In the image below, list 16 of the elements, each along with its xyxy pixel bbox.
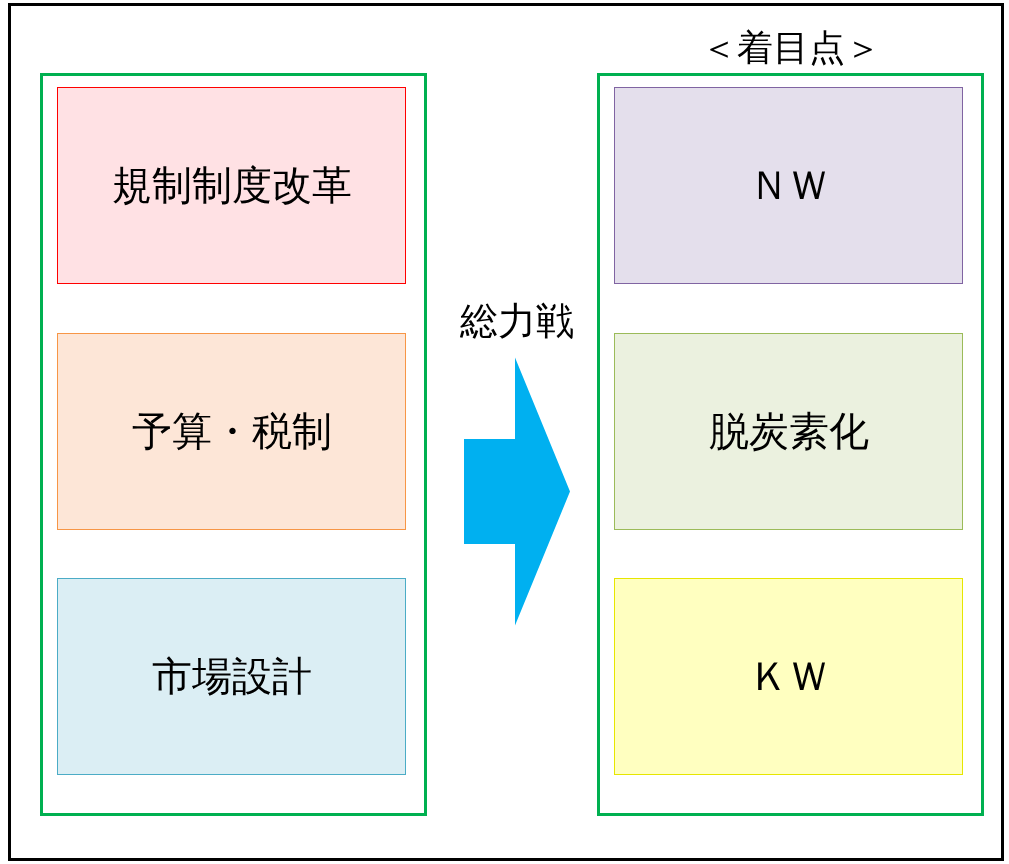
category-box [614, 333, 963, 530]
edge-label: 総力戦 [459, 297, 575, 345]
category-box [57, 87, 406, 284]
box-label: 規制制度改革 [111, 161, 352, 210]
box-label: 脱炭素化 [708, 407, 869, 456]
category-box [57, 578, 406, 775]
panel-heading: ＜着目点＞ [699, 26, 882, 70]
block-arrow [464, 357, 570, 626]
box-label: 予算・税制 [131, 407, 332, 456]
box-label: ＮＷ [748, 161, 829, 210]
category-box [57, 333, 406, 530]
box-label: ＫＷ [748, 652, 829, 701]
box-label: 市場設計 [151, 652, 312, 701]
category-box [614, 578, 963, 775]
group-panel [40, 73, 427, 816]
category-box [614, 87, 963, 284]
